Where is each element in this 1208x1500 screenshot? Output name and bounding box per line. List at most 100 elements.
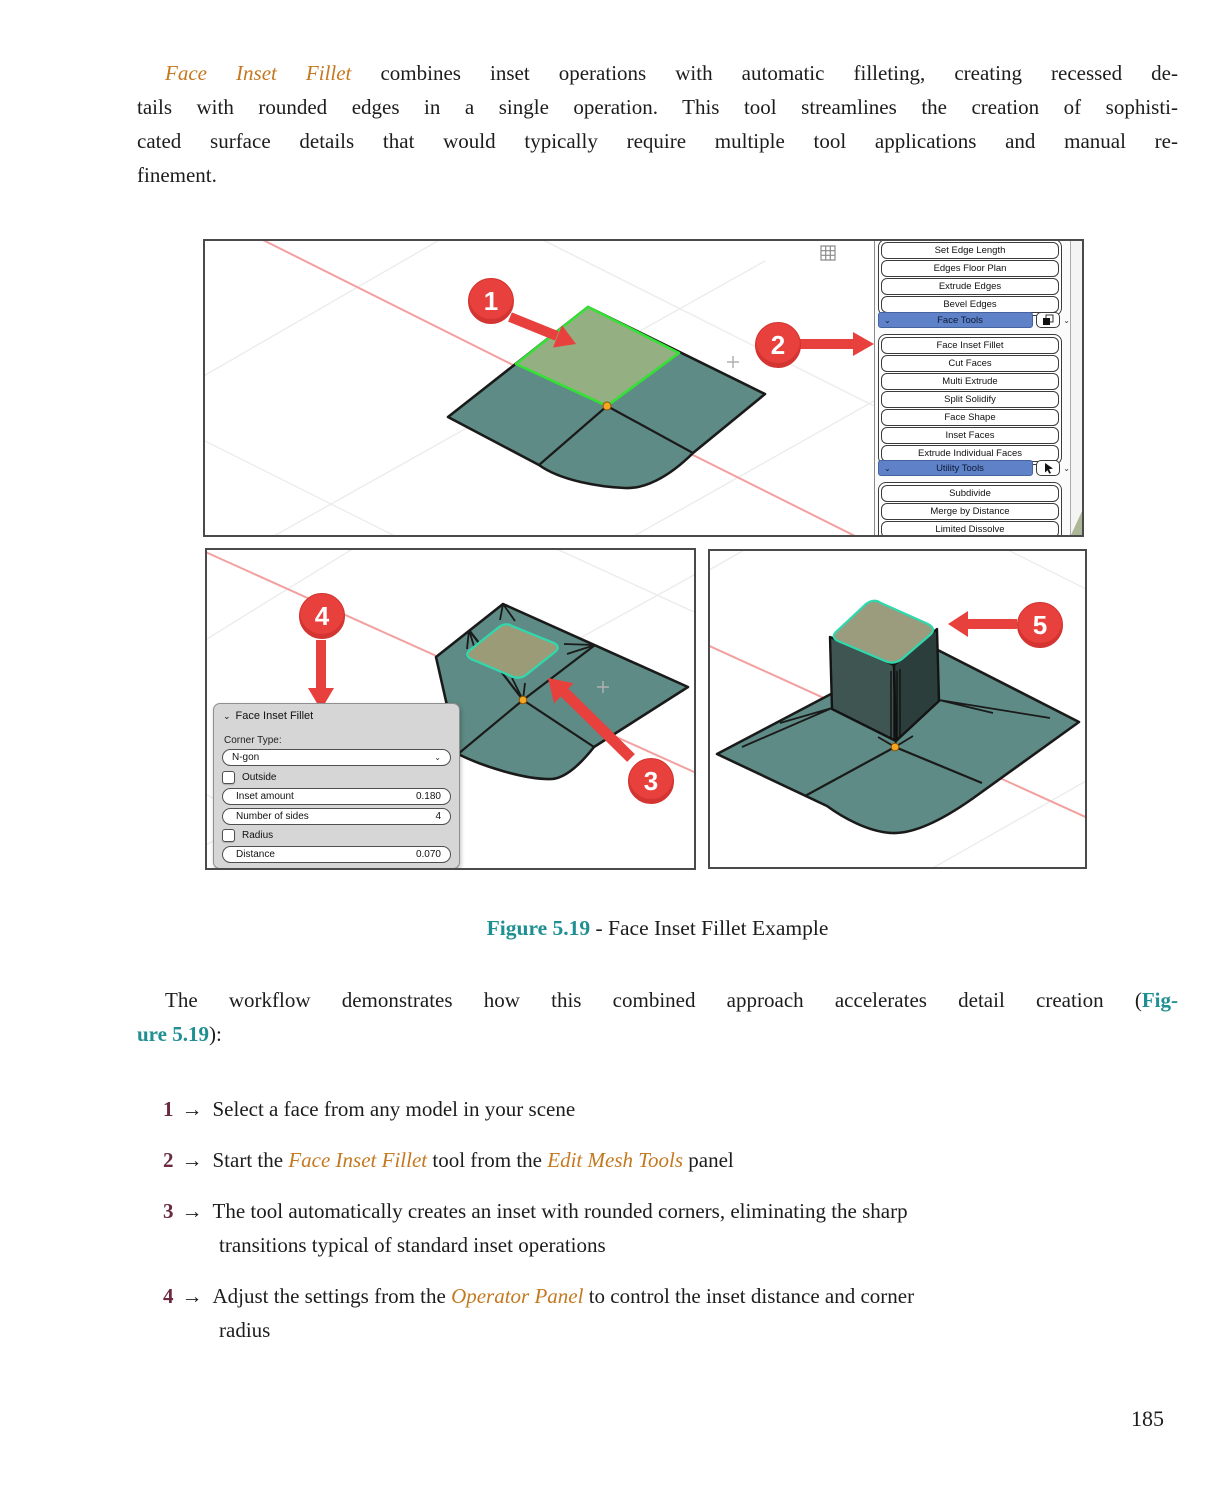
figure-caption: Figure 5.19 - Face Inset Fillet Example (486, 916, 829, 940)
operator-panel-title[interactable]: ⌄Face Inset Fillet (223, 710, 314, 722)
tool-button-bevel-edges[interactable]: Bevel Edges (881, 296, 1059, 313)
chevron-down-icon[interactable]: ⌄ (1063, 315, 1070, 325)
cursor-arrow-icon-button[interactable] (1036, 460, 1061, 476)
callout-arrow-5 (948, 611, 1017, 637)
checkbox[interactable] (222, 829, 235, 842)
chevron-down-icon: ⌄ (434, 753, 441, 762)
tool-button-split-solidify[interactable]: Split Solidify (881, 391, 1059, 408)
figure-ref: ure 5.19 (137, 1022, 209, 1046)
intro-line: Face Inset Fillet combines inset operati… (165, 61, 1178, 85)
step-line: 3→The tool automatically creates an inse… (163, 1194, 1143, 1228)
step-text: Start the (212, 1148, 289, 1172)
figure-screenshot-bottom-right: 5 (708, 549, 1087, 869)
step-badge-3: 3 (628, 758, 674, 804)
tool-button-merge-by-distance[interactable]: Merge by Distance (881, 503, 1059, 520)
intro-line: cated surface details that would typical… (137, 129, 1178, 153)
step-text: to control the inset distance and corner (583, 1284, 915, 1308)
viewport-scene-1 (205, 241, 874, 535)
intro-line: finement. (137, 163, 217, 187)
chevron-down-icon: ⌄ (223, 711, 231, 721)
outside-checkbox-row[interactable]: Outside (222, 771, 276, 784)
accent-term: Edit Mesh Tools (547, 1148, 684, 1172)
grid-icon (820, 245, 836, 261)
arrow-glyph: → (181, 1284, 203, 1308)
intro-paragraph: Face Inset Fillet combines inset operati… (137, 56, 1178, 192)
arrow-glyph: → (181, 1148, 203, 1172)
tool-button-limited-dissolve[interactable]: Limited Dissolve (881, 521, 1059, 535)
radius-checkbox-row[interactable]: Radius (222, 829, 273, 842)
figure-screenshot-bottom-left: 4 3 ⌄Face Inset Fillet Corner Type: N-go… (205, 548, 696, 870)
workflow-step-1: 1→Select a face from any model in your s… (163, 1092, 1143, 1126)
step-number: 1 (163, 1097, 174, 1121)
viewport-scene-3 (710, 551, 1085, 867)
figure-caption-ref: Figure 5.19 (486, 916, 591, 940)
face-tools-header[interactable]: ⌄ Face Tools ⌄ (878, 312, 1070, 328)
utility-tools-label: Utility Tools (936, 462, 984, 474)
step-text: tool from the (427, 1148, 548, 1172)
tool-button-edges-floor-plan[interactable]: Edges Floor Plan (881, 260, 1059, 277)
tool-button-face-inset-fillet[interactable]: Face Inset Fillet (881, 337, 1059, 354)
step-number: 2 (163, 1148, 174, 1172)
tool-button-multi-extrude[interactable]: Multi Extrude (881, 373, 1059, 390)
utility-tools-header[interactable]: ⌄ Utility Tools ⌄ (878, 460, 1070, 476)
figure-ref: Fig- (1141, 988, 1178, 1012)
callout-arrow-1 (508, 312, 576, 348)
cursor-crosshair (597, 681, 609, 693)
corner-type-select[interactable]: N-gon ⌄ (222, 749, 451, 766)
workflow-step-3: 3→The tool automatically creates an inse… (163, 1194, 1143, 1262)
tool-button-face-shape[interactable]: Face Shape (881, 409, 1059, 426)
step-number: 4 (163, 1284, 174, 1308)
callout-arrow-2 (799, 332, 874, 356)
step-badge-4: 4 (299, 593, 345, 639)
tool-name-accent: Face Inset Fillet (165, 61, 352, 85)
workflow-paragraph: The workflow demonstrates how this combi… (137, 983, 1178, 1051)
extruded-box (828, 599, 941, 752)
step-badge-2: 2 (755, 322, 801, 368)
arrow-glyph: → (181, 1199, 203, 1223)
step-text: panel (683, 1148, 734, 1172)
step-text: transitions typical of standard inset op… (219, 1233, 606, 1257)
tool-button-set-edge-length[interactable]: Set Edge Length (881, 242, 1059, 259)
face-tools-bar[interactable]: ⌄ Face Tools (878, 312, 1034, 328)
step-line: radius (163, 1313, 1143, 1347)
accent-term: Operator Panel (451, 1284, 584, 1308)
face-tools-label: Face Tools (937, 314, 983, 326)
chevron-down-icon[interactable]: ⌄ (1063, 463, 1070, 473)
chevron-down-icon: ⌄ (884, 315, 891, 325)
origin-dot (602, 401, 612, 411)
origin-dot (518, 695, 528, 705)
faces-cube-icon-button[interactable] (1036, 312, 1061, 328)
origin-dot (890, 742, 900, 752)
step-line: transitions typical of standard inset op… (163, 1228, 1143, 1262)
number-of-sides-field[interactable]: Number of sides 4 (222, 808, 451, 825)
tool-button-extrude-edges[interactable]: Extrude Edges (881, 278, 1059, 295)
tool-button-cut-faces[interactable]: Cut Faces (881, 355, 1059, 372)
distance-field[interactable]: Distance 0.070 (222, 846, 451, 863)
operator-panel: ⌄Face Inset Fillet Corner Type: N-gon ⌄ … (213, 703, 460, 868)
panel-scrollbar[interactable] (1070, 241, 1082, 535)
workflow-line: ure 5.19): (137, 1022, 222, 1046)
tool-button-inset-faces[interactable]: Inset Faces (881, 427, 1059, 444)
checkbox[interactable] (222, 771, 235, 784)
utility-tools-bar[interactable]: ⌄ Utility Tools (878, 460, 1034, 476)
cursor-arrow-icon (1045, 463, 1054, 474)
faces-cube-icon (1043, 314, 1054, 325)
viewport-scene-2 (207, 550, 694, 846)
intro-line: tails with rounded edges in a single ope… (137, 95, 1178, 119)
tool-button-subdivide[interactable]: Subdivide (881, 485, 1059, 502)
step-line: 1→Select a face from any model in your s… (163, 1092, 1143, 1126)
inset-amount-field[interactable]: Inset amount 0.180 (222, 788, 451, 805)
step-badge-1: 1 (468, 278, 514, 324)
corner-type-label: Corner Type: (224, 735, 282, 746)
background-wedge (1071, 509, 1082, 535)
page-number: 185 (1131, 1406, 1164, 1431)
fillet-spokes (466, 603, 596, 701)
workflow-steps-list: 1→Select a face from any model in your s… (163, 1092, 1143, 1364)
grid-lines (710, 551, 1085, 867)
